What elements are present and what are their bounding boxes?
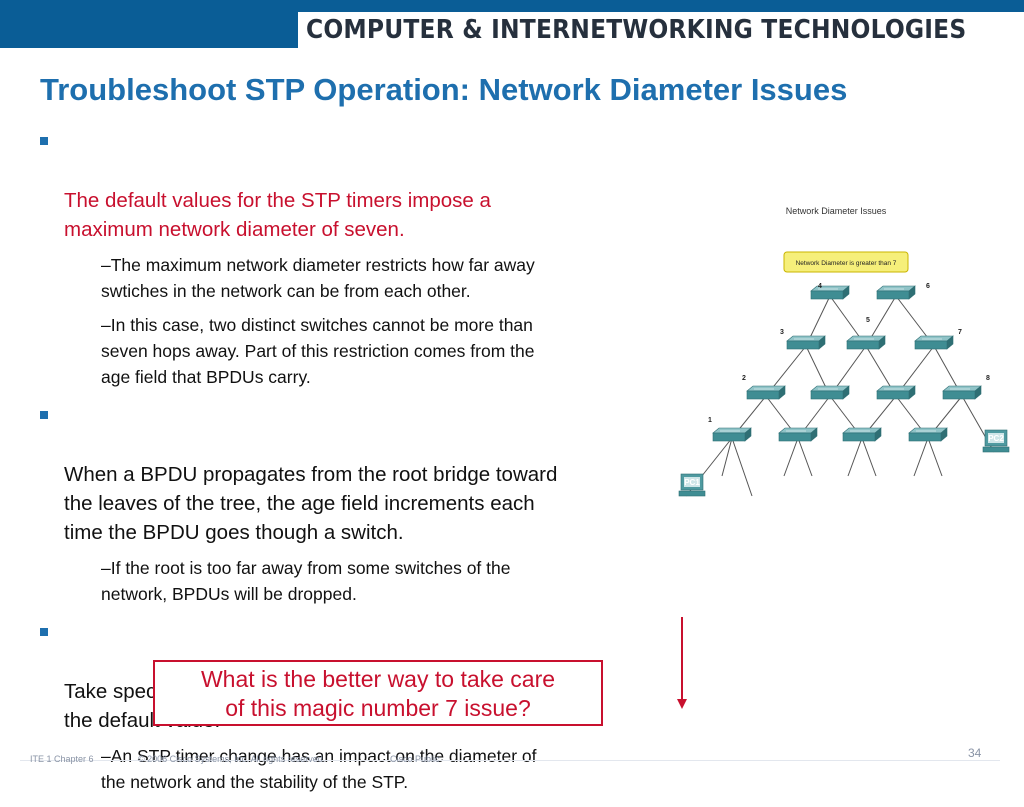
- footer-divider: [20, 760, 1000, 761]
- slide-title: Troubleshoot STP Operation: Network Diam…: [40, 72, 848, 107]
- sub-bullet-1-1: –The maximum network diameter restricts …: [101, 255, 535, 301]
- diagram-title: Network Diameter Issues: [786, 206, 887, 216]
- footer-copyright: © 2006 Cisco Systems, Inc. All rights re…: [138, 754, 326, 764]
- hop-label-8: 8: [986, 375, 990, 382]
- pc2-label: PC2: [988, 434, 1004, 443]
- brand-banner: [298, 12, 1024, 48]
- bullet-1-text: The default values for the STP timers im…: [64, 189, 491, 241]
- pc1-label: PC1: [684, 478, 700, 487]
- bullet-marker: [40, 411, 48, 419]
- footer-classification: Cisco Public: [390, 754, 440, 764]
- hop-label-7: 7: [958, 329, 962, 336]
- page-number: 34: [968, 746, 982, 760]
- footer-course: ITE 1 Chapter 6: [30, 754, 94, 764]
- bullet-marker: [40, 137, 48, 145]
- sub-bullet-2-1: –If the root is too far away from some s…: [101, 558, 511, 604]
- hop-label-1: 1: [708, 417, 712, 424]
- hop-label-2: 2: [742, 375, 746, 382]
- bullet-marker: [40, 628, 48, 636]
- brand-title: COMPUTER & INTERNETWORKING TECHNOLOGIES: [306, 15, 967, 45]
- network-diameter-diagram: Network Diameter Issues Network Diameter…: [678, 206, 1010, 497]
- sub-bullet-3-1: –An STP timer change has an impact on th…: [101, 746, 537, 792]
- sub-bullet-1-2: –In this case, two distinct switches can…: [101, 315, 535, 387]
- hop-label-3: 3: [780, 329, 784, 336]
- hop-label-6: 6: [926, 283, 930, 290]
- hop-label-4: 4: [818, 283, 822, 290]
- hop-label-5: 5: [866, 317, 870, 324]
- bullet-2: When a BPDU propagates from the root bri…: [40, 402, 700, 547]
- bullet-2-text: When a BPDU propagates from the root bri…: [64, 463, 558, 544]
- bullet-1: The default values for the STP timers im…: [40, 128, 700, 244]
- question-callout: What is the better way to take care of t…: [153, 660, 603, 726]
- down-arrow-icon: [677, 617, 687, 709]
- diameter-warning-label: Network Diameter is greater than 7: [796, 260, 897, 267]
